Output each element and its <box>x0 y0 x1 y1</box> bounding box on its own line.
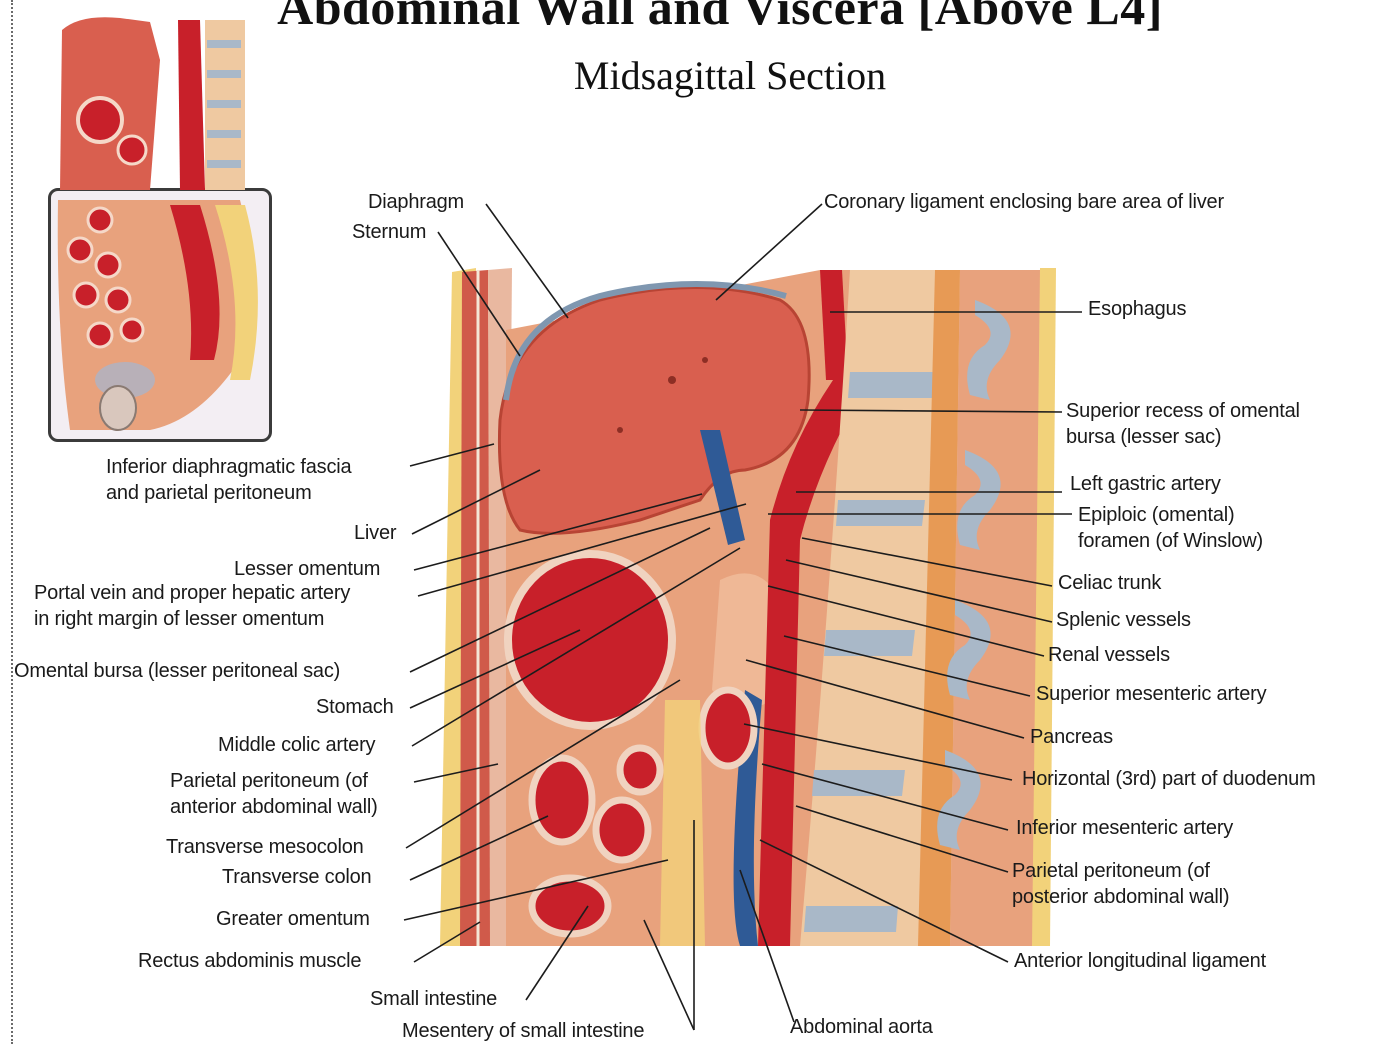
label-esophagus: Esophagus <box>1088 296 1186 322</box>
label-celiac-trunk: Celiac trunk <box>1058 570 1161 596</box>
label-small-intestine: Small intestine <box>370 986 497 1012</box>
label-greater-omentum: Greater omentum <box>216 906 370 932</box>
label-epiploic-2: foramen (of Winslow) <box>1078 528 1263 554</box>
label-lesser-omentum: Lesser omentum <box>234 556 380 582</box>
label-abdominal-aorta: Abdominal aorta <box>790 1014 933 1040</box>
label-parietal-anterior-1: Parietal peritoneum (of <box>170 768 368 794</box>
label-anterior-longitudinal-ligament: Anterior longitudinal ligament <box>1014 948 1266 974</box>
label-sternum: Sternum <box>352 219 426 245</box>
label-inferior-fascia-2: and parietal peritoneum <box>106 480 312 506</box>
label-pancreas: Pancreas <box>1030 724 1113 750</box>
label-superior-mesenteric-artery: Superior mesenteric artery <box>1036 681 1266 707</box>
duodenum-shape <box>702 690 754 766</box>
label-duodenum: Horizontal (3rd) part of duodenum <box>1022 766 1316 792</box>
label-parietal-posterior-2: posterior abdominal wall) <box>1012 884 1229 910</box>
label-epiploic-1: Epiploic (omental) <box>1078 502 1234 528</box>
label-renal-vessels: Renal vessels <box>1048 642 1170 668</box>
label-diaphragm: Diaphragm <box>368 189 464 215</box>
label-rectus-abdominis: Rectus abdominis muscle <box>138 948 361 974</box>
label-liver: Liver <box>354 520 396 546</box>
label-parietal-posterior-1: Parietal peritoneum (of <box>1012 858 1210 884</box>
label-omental-bursa: Omental bursa (lesser peritoneal sac) <box>14 658 340 684</box>
label-portal-vein-1: Portal vein and proper hepatic artery <box>34 580 350 606</box>
label-middle-colic-artery: Middle colic artery <box>218 732 375 758</box>
label-left-gastric-artery: Left gastric artery <box>1070 471 1221 497</box>
label-splenic-vessels: Splenic vessels <box>1056 607 1191 633</box>
label-portal-vein-2: in right margin of lesser omentum <box>34 606 324 632</box>
label-superior-recess-2: bursa (lesser sac) <box>1066 424 1221 450</box>
label-transverse-colon: Transverse colon <box>222 864 371 890</box>
inset-body-drawing <box>58 17 258 430</box>
label-parietal-anterior-2: anterior abdominal wall) <box>170 794 378 820</box>
label-mesentery: Mesentery of small intestine <box>402 1018 644 1044</box>
label-superior-recess-1: Superior recess of omental <box>1066 398 1300 424</box>
label-inferior-fascia-1: Inferior diaphragmatic fascia <box>106 454 351 480</box>
label-stomach: Stomach <box>316 694 394 720</box>
label-transverse-mesocolon: Transverse mesocolon <box>166 834 364 860</box>
label-inferior-mesenteric-artery: Inferior mesenteric artery <box>1016 815 1233 841</box>
label-coronary-ligament: Coronary ligament enclosing bare area of… <box>824 189 1224 215</box>
anterior-abdominal-wall <box>440 268 512 946</box>
